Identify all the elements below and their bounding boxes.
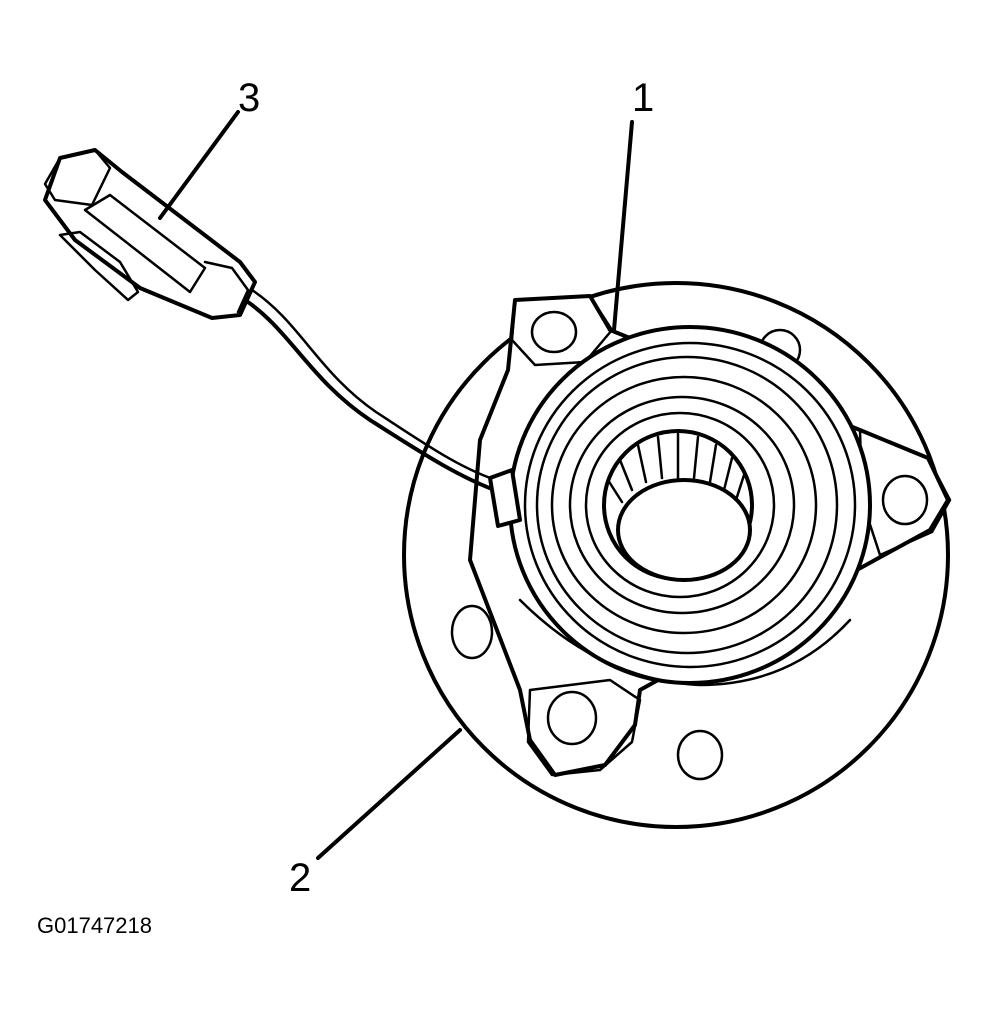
callout-3: 3 [238, 76, 261, 120]
leader-line-1 [612, 120, 634, 332]
stud-hole [450, 604, 494, 660]
callout-2: 2 [289, 856, 312, 900]
ear-bolt-hole [546, 690, 598, 746]
ear-bolt-hole [530, 310, 578, 354]
connector-rear [203, 260, 250, 314]
connector-latch [83, 193, 207, 294]
sensor-cable-edge [250, 288, 504, 484]
sensor-boss [488, 468, 522, 528]
callout-1: 1 [632, 76, 655, 120]
speed-sensor-harness [43, 148, 522, 528]
bearing-ring [550, 375, 818, 635]
stud-hole [676, 729, 724, 781]
bearing-ring [535, 355, 839, 655]
figure-id: G01747218 [37, 913, 152, 938]
connector-body [43, 148, 257, 320]
leader-line-3 [158, 110, 240, 220]
mounting-ear-bottom [526, 678, 642, 777]
connector-clip [58, 230, 140, 302]
bearing-seal-inner [584, 411, 776, 599]
spline-teeth [606, 432, 746, 504]
bearing-ring [523, 341, 857, 669]
bearing-lower-lip [518, 598, 852, 687]
splined-bore-opening [616, 478, 752, 582]
leader-lines [158, 110, 634, 860]
bearing-seal [568, 395, 796, 615]
bearing-housing [468, 294, 952, 777]
ear-bolt-hole [881, 474, 929, 526]
leader-line-2 [316, 728, 462, 860]
sensor-cable [243, 298, 502, 494]
